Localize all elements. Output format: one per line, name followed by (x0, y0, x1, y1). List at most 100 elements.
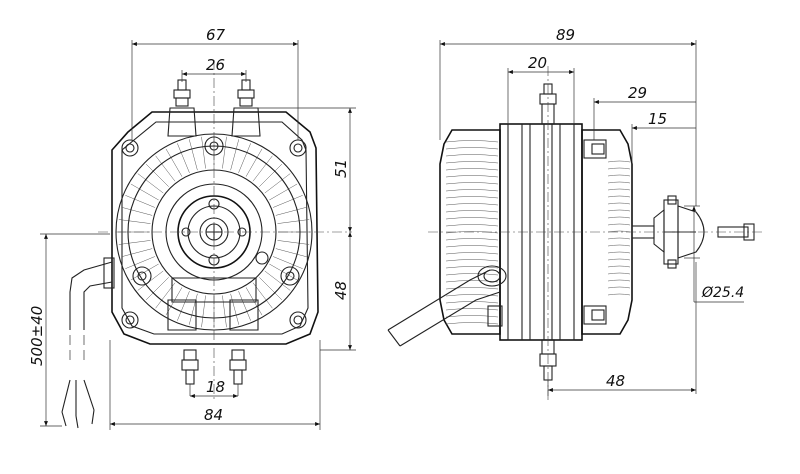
cooling-fin (222, 295, 227, 328)
rear-fin (445, 217, 499, 220)
cooling-fin (273, 256, 303, 269)
cooling-fin (264, 270, 291, 291)
front-fin (607, 265, 631, 268)
front-fin (607, 279, 631, 282)
front-fin (607, 216, 631, 219)
cooling-fin (177, 143, 190, 173)
rear-fin (445, 245, 499, 248)
cooling-fin (188, 293, 198, 325)
rear-fin (445, 294, 499, 297)
bottom-terminal-right (229, 349, 247, 396)
rear-fin (445, 161, 499, 164)
front-fin (607, 160, 631, 163)
front-fin (607, 237, 631, 240)
cooling-fin (259, 163, 283, 187)
rear-fin (445, 154, 499, 157)
dim-mount-width: 67 (206, 26, 226, 44)
rear-fin (445, 196, 499, 199)
rear-fin (445, 231, 499, 234)
rear-fin (445, 147, 499, 150)
cooling-fin (269, 183, 298, 201)
cooling-fin (273, 195, 303, 208)
front-housing-outline (111, 111, 319, 345)
cooling-fin (130, 183, 159, 201)
dim-flange-offset: 15 (648, 110, 667, 128)
front-view: 67 26 51 48 18 84 500±40 (28, 26, 356, 430)
cooling-fin (245, 148, 263, 177)
cooling-fin (277, 240, 310, 245)
rear-cooling-fins (445, 140, 499, 325)
cooling-fin (121, 206, 153, 216)
rear-fin (445, 140, 499, 143)
front-fin (607, 286, 631, 289)
dim-front-offset: 29 (628, 84, 647, 102)
rear-fin (445, 238, 499, 241)
cooling-fin (165, 148, 183, 177)
bottom-terminal-left (181, 349, 199, 396)
dim-terminal-spacing-top: 26 (206, 56, 225, 74)
rear-fin (445, 266, 499, 269)
cooling-fin (269, 263, 298, 281)
cooling-fin (277, 219, 310, 224)
mounting-hole-bottom-right (289, 311, 307, 329)
cooling-fin (275, 248, 307, 258)
dim-overall-length: 89 (556, 26, 575, 44)
cooling-fin (222, 136, 227, 169)
front-fin (607, 251, 631, 254)
front-fin (607, 167, 631, 170)
rear-fin (445, 301, 499, 304)
front-fin (607, 223, 631, 226)
side-view: 89 20 29 15 Ø25.4 48 (387, 26, 764, 400)
cooling-fin (137, 173, 164, 194)
rear-fin (445, 224, 499, 227)
dim-bottom-length: 48 (606, 372, 625, 390)
cooling-fin (118, 240, 151, 245)
dim-upper-height: 51 (332, 159, 350, 178)
front-fin (607, 244, 631, 247)
cooling-fin (125, 195, 155, 208)
cooling-fin (177, 291, 190, 321)
rear-fin (445, 252, 499, 255)
cooling-fin (121, 248, 153, 258)
front-fin (607, 258, 631, 261)
cooling-fin (230, 293, 240, 325)
rear-fin (445, 175, 499, 178)
front-fin (607, 209, 631, 212)
mounting-hole-bottom-left (121, 311, 139, 329)
cooling-fin (252, 155, 273, 182)
cooling-fin (238, 291, 251, 321)
top-terminal-left (167, 79, 197, 137)
dim-shaft-diameter: Ø25.4 (701, 285, 744, 301)
front-cooling-fins (607, 160, 631, 296)
front-fin (607, 174, 631, 177)
dim-overall-width: 84 (204, 406, 223, 424)
front-fin (607, 293, 631, 296)
front-fin-body (581, 129, 633, 335)
rear-fin (445, 308, 499, 311)
mounting-hole-top-right (289, 139, 307, 157)
cooling-fin (201, 136, 206, 169)
cooling-fin (145, 163, 169, 187)
cooling-fin (201, 295, 206, 328)
cooling-fin (230, 139, 240, 171)
cooling-fin (188, 139, 198, 171)
cooling-fin (137, 270, 164, 291)
rear-fin (445, 315, 499, 318)
dim-cable-length: 500±40 (28, 306, 46, 366)
rear-fin (445, 273, 499, 276)
front-fin (607, 202, 631, 205)
side-power-cable (387, 265, 507, 347)
cooling-fin (118, 219, 151, 224)
rear-fin (445, 210, 499, 213)
dim-stator-width: 20 (528, 54, 547, 72)
cooling-fin (125, 256, 155, 269)
cooling-fin (275, 206, 307, 216)
cooling-fin (245, 287, 263, 316)
dim-lower-height: 48 (332, 281, 350, 300)
front-fin (607, 188, 631, 191)
rear-fin (445, 322, 499, 325)
cooling-fin (130, 263, 159, 281)
rear-fin (445, 168, 499, 171)
cooling-fin (264, 173, 291, 194)
